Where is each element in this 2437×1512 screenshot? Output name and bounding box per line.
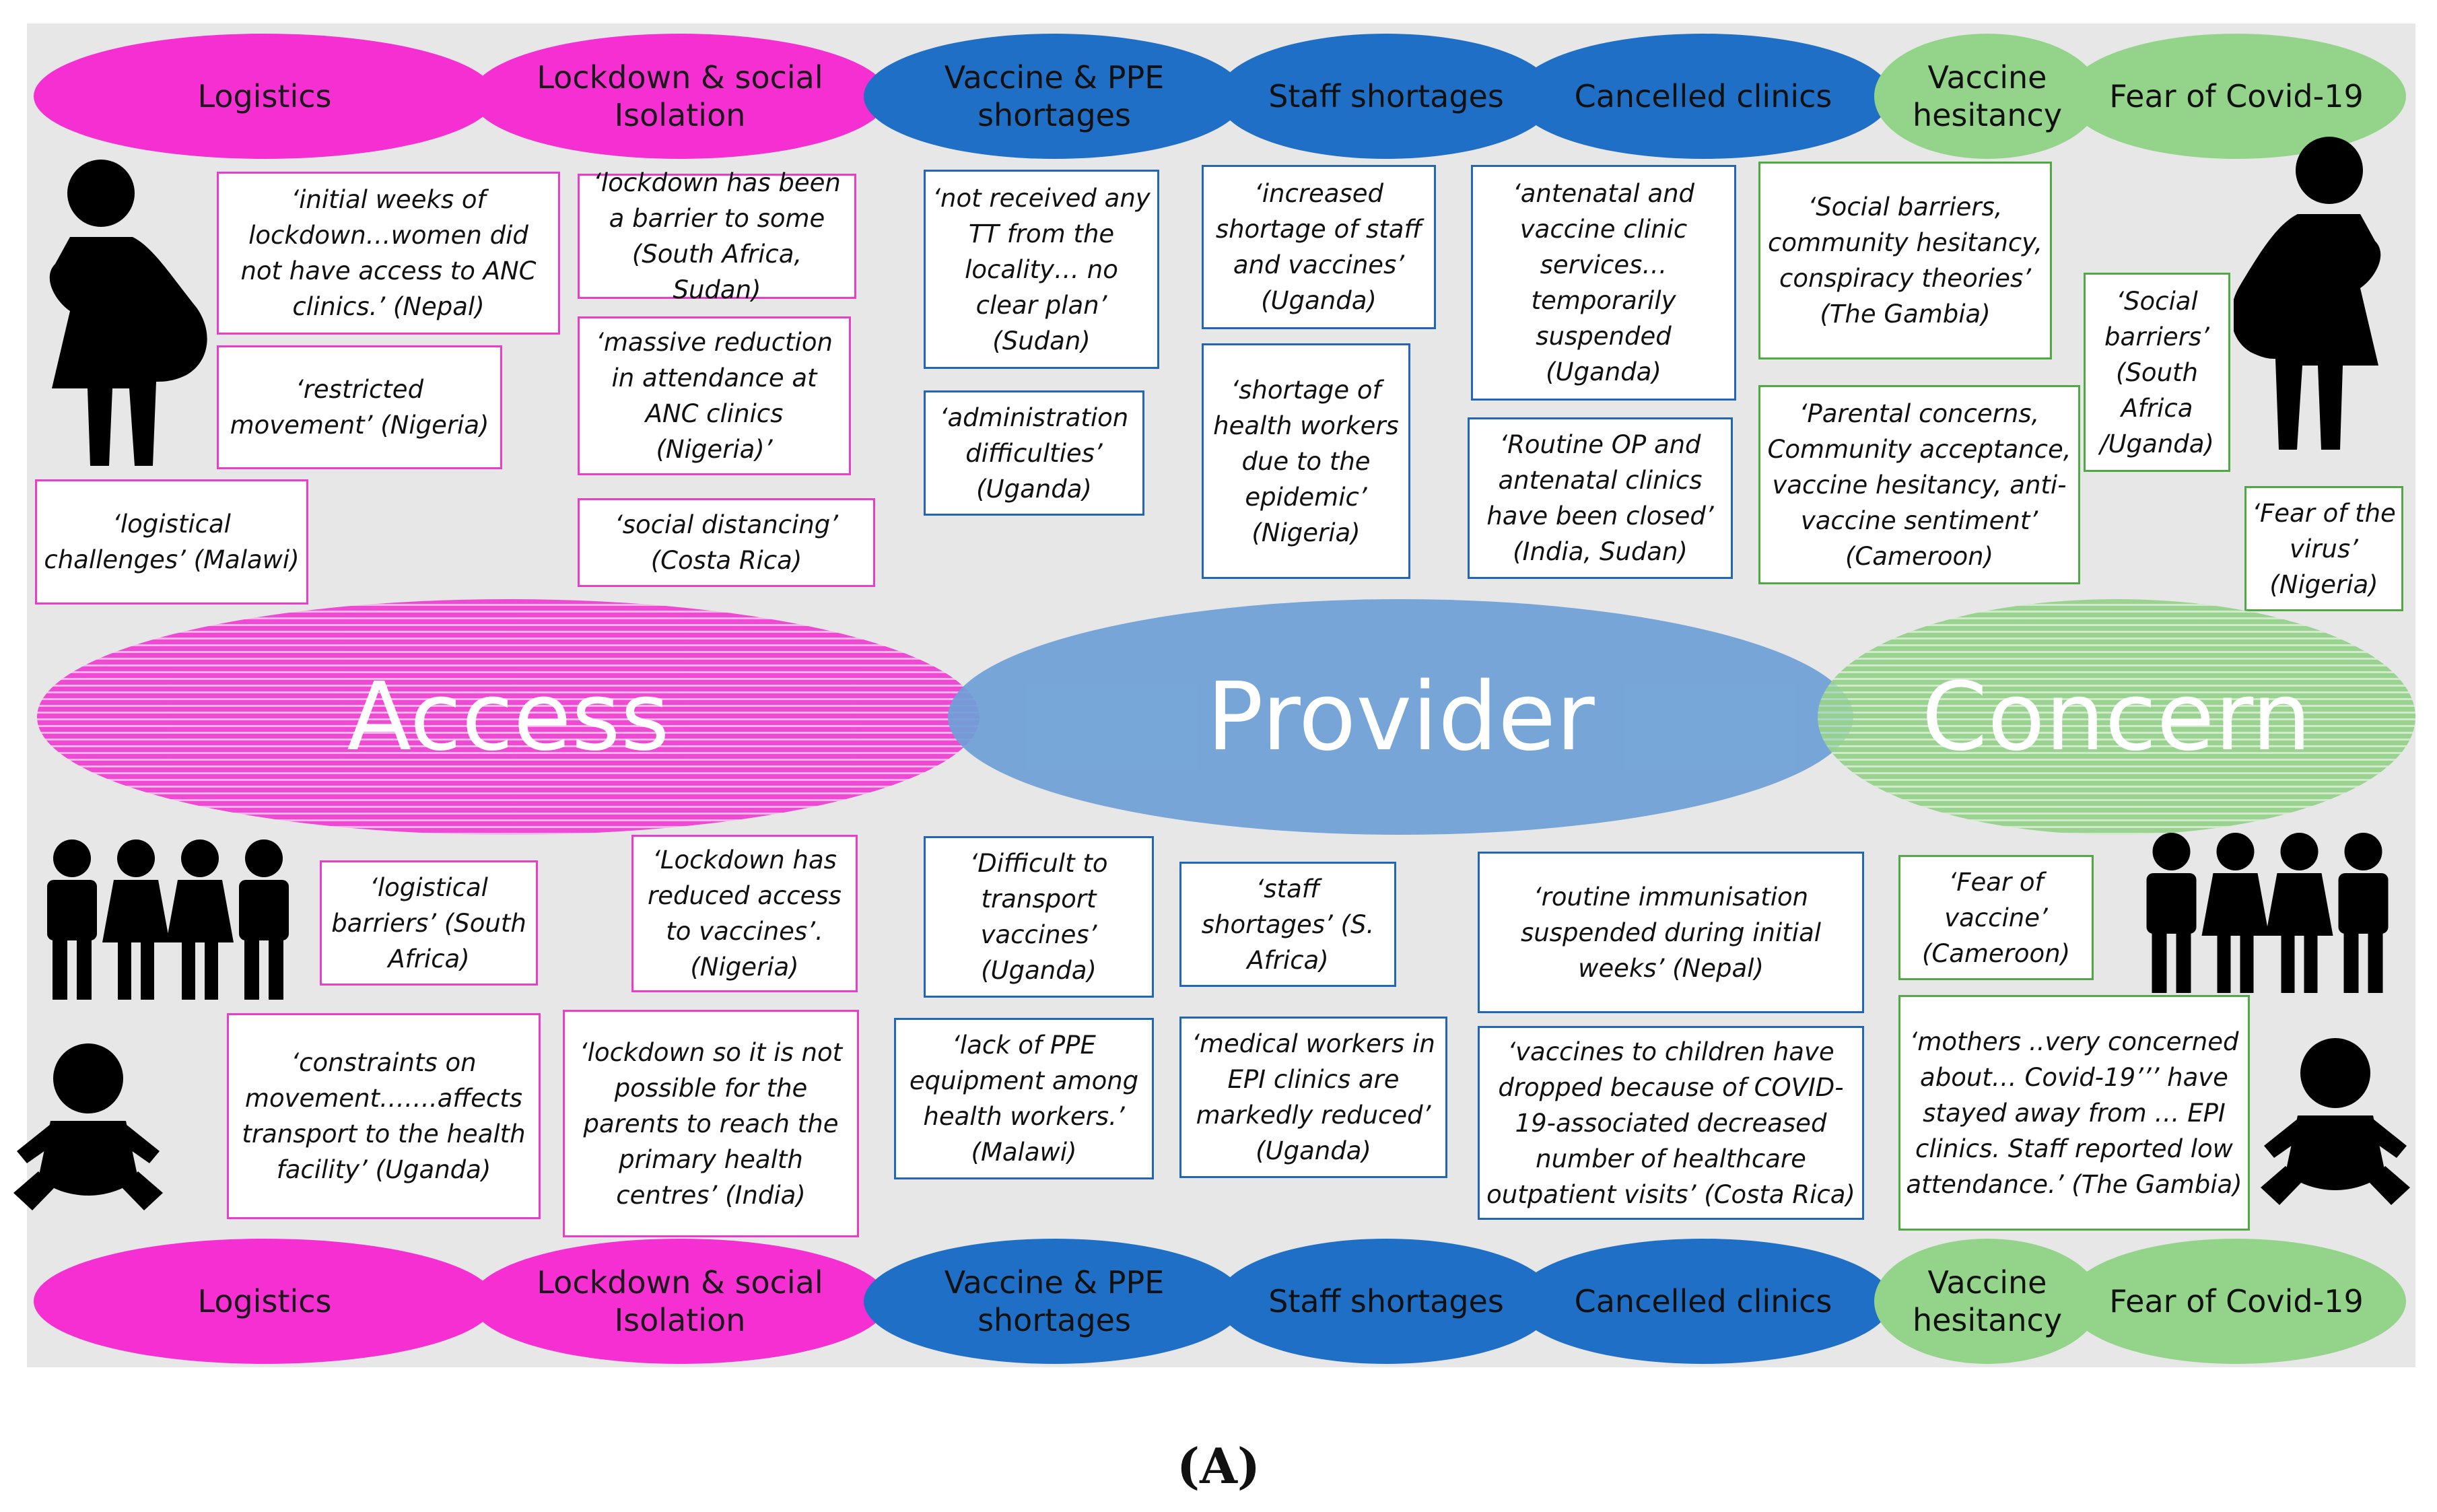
quote-bottom-10: ‘vaccines to children have dropped becau… xyxy=(1478,1026,1864,1220)
quote-top-15: ‘Social barriers’ (South Africa /Uganda) xyxy=(2084,273,2230,472)
baby-icon xyxy=(13,1043,163,1210)
quote-top-3: ‘logistical challenges’ (Malawi) xyxy=(35,479,308,605)
quote-bottom-2: ‘constraints on movement…….affects trans… xyxy=(227,1013,541,1219)
quote-bottom-1: ‘logistical barriers’ (South Africa) xyxy=(320,860,538,986)
quote-bottom-7: ‘staff shortages’ (S. Africa) xyxy=(1179,862,1396,987)
pregnant-woman-icon xyxy=(49,160,207,466)
pregnant-woman-icon xyxy=(2234,137,2381,450)
quote-bottom-3: ‘Lockdown has reduced access to vaccines… xyxy=(631,835,858,992)
category-logistics-bottom: Logistics xyxy=(34,1239,495,1364)
quote-top-7: ‘not received any TT from the locality… … xyxy=(924,170,1159,369)
quote-top-2: ‘restricted movement’ (Nigeria) xyxy=(217,345,502,469)
quote-top-10: ‘shortage of health workers due to the e… xyxy=(1202,343,1410,579)
quote-bottom-4: ‘lockdown so it is not possible for the … xyxy=(563,1010,859,1237)
quote-top-14: ‘Parental concerns, Community acceptance… xyxy=(1758,385,2080,584)
quote-top-1: ‘initial weeks of lockdown…women did not… xyxy=(217,172,560,335)
category-cancelled-top: Cancelled clinics xyxy=(1515,34,1892,159)
quote-top-5: ‘massive reduction in attendance at ANC … xyxy=(578,316,851,475)
quote-top-6: ‘social distancing’ (Costa Rica) xyxy=(578,498,875,587)
theme-concern: Concern xyxy=(1818,599,2415,835)
category-lockdown-bottom: Lockdown & social Isolation xyxy=(471,1239,889,1364)
children-icon xyxy=(47,839,289,1000)
category-fear-top: Fear of Covid-19 xyxy=(2067,34,2406,159)
category-staff-top: Staff shortages xyxy=(1217,34,1555,159)
quote-top-8: ‘administration difficulties’ (Uganda) xyxy=(924,390,1144,516)
figure-caption: (A) xyxy=(1177,1437,1260,1494)
category-hesitancy-top: Vaccine hesitancy xyxy=(1874,34,2100,159)
quote-top-9: ‘increased shortage of staff and vaccine… xyxy=(1202,165,1436,329)
quote-bottom-8: ‘medical workers in EPI clinics are mark… xyxy=(1179,1017,1447,1178)
quote-top-16: ‘Fear of the virus’ (Nigeria) xyxy=(2244,486,2403,611)
quote-bottom-9: ‘routine immunisation suspended during i… xyxy=(1478,852,1864,1013)
category-vaccine-ppe-bottom: Vaccine & PPE shortages xyxy=(864,1239,1245,1364)
quote-top-4: ‘lockdown has been a barrier to some (So… xyxy=(578,168,856,304)
category-vaccine-ppe-top: Vaccine & PPE shortages xyxy=(864,34,1245,159)
quote-bottom-11: ‘Fear of vaccine’ (Cameroon) xyxy=(1898,855,2094,980)
category-staff-bottom: Staff shortages xyxy=(1217,1239,1555,1364)
theme-provider: Provider xyxy=(948,599,1853,835)
quote-bottom-5: ‘Difficult to transport vaccines’ (Ugand… xyxy=(924,836,1154,998)
quote-bottom-6: ‘lack of PPE equipment among health work… xyxy=(894,1018,1154,1179)
category-cancelled-bottom: Cancelled clinics xyxy=(1515,1239,1892,1364)
quote-top-12: ‘Routine OP and antenatal clinics have b… xyxy=(1468,417,1733,579)
category-lockdown-top: Lockdown & social Isolation xyxy=(471,34,889,159)
children-icon xyxy=(2146,833,2389,993)
category-hesitancy-bottom: Vaccine hesitancy xyxy=(1874,1239,2100,1364)
theme-access: Access xyxy=(37,599,980,835)
quote-top-13: ‘Social barriers, community hesitancy, c… xyxy=(1758,162,2052,359)
category-logistics-top: Logistics xyxy=(34,34,495,159)
quote-bottom-12: ‘mothers ..very concerned about… Covid-1… xyxy=(1898,995,2250,1231)
baby-icon xyxy=(2261,1038,2410,1205)
category-fear-bottom: Fear of Covid-19 xyxy=(2067,1239,2406,1364)
quote-top-11: ‘antenatal and vaccine clinic services… … xyxy=(1471,165,1736,401)
